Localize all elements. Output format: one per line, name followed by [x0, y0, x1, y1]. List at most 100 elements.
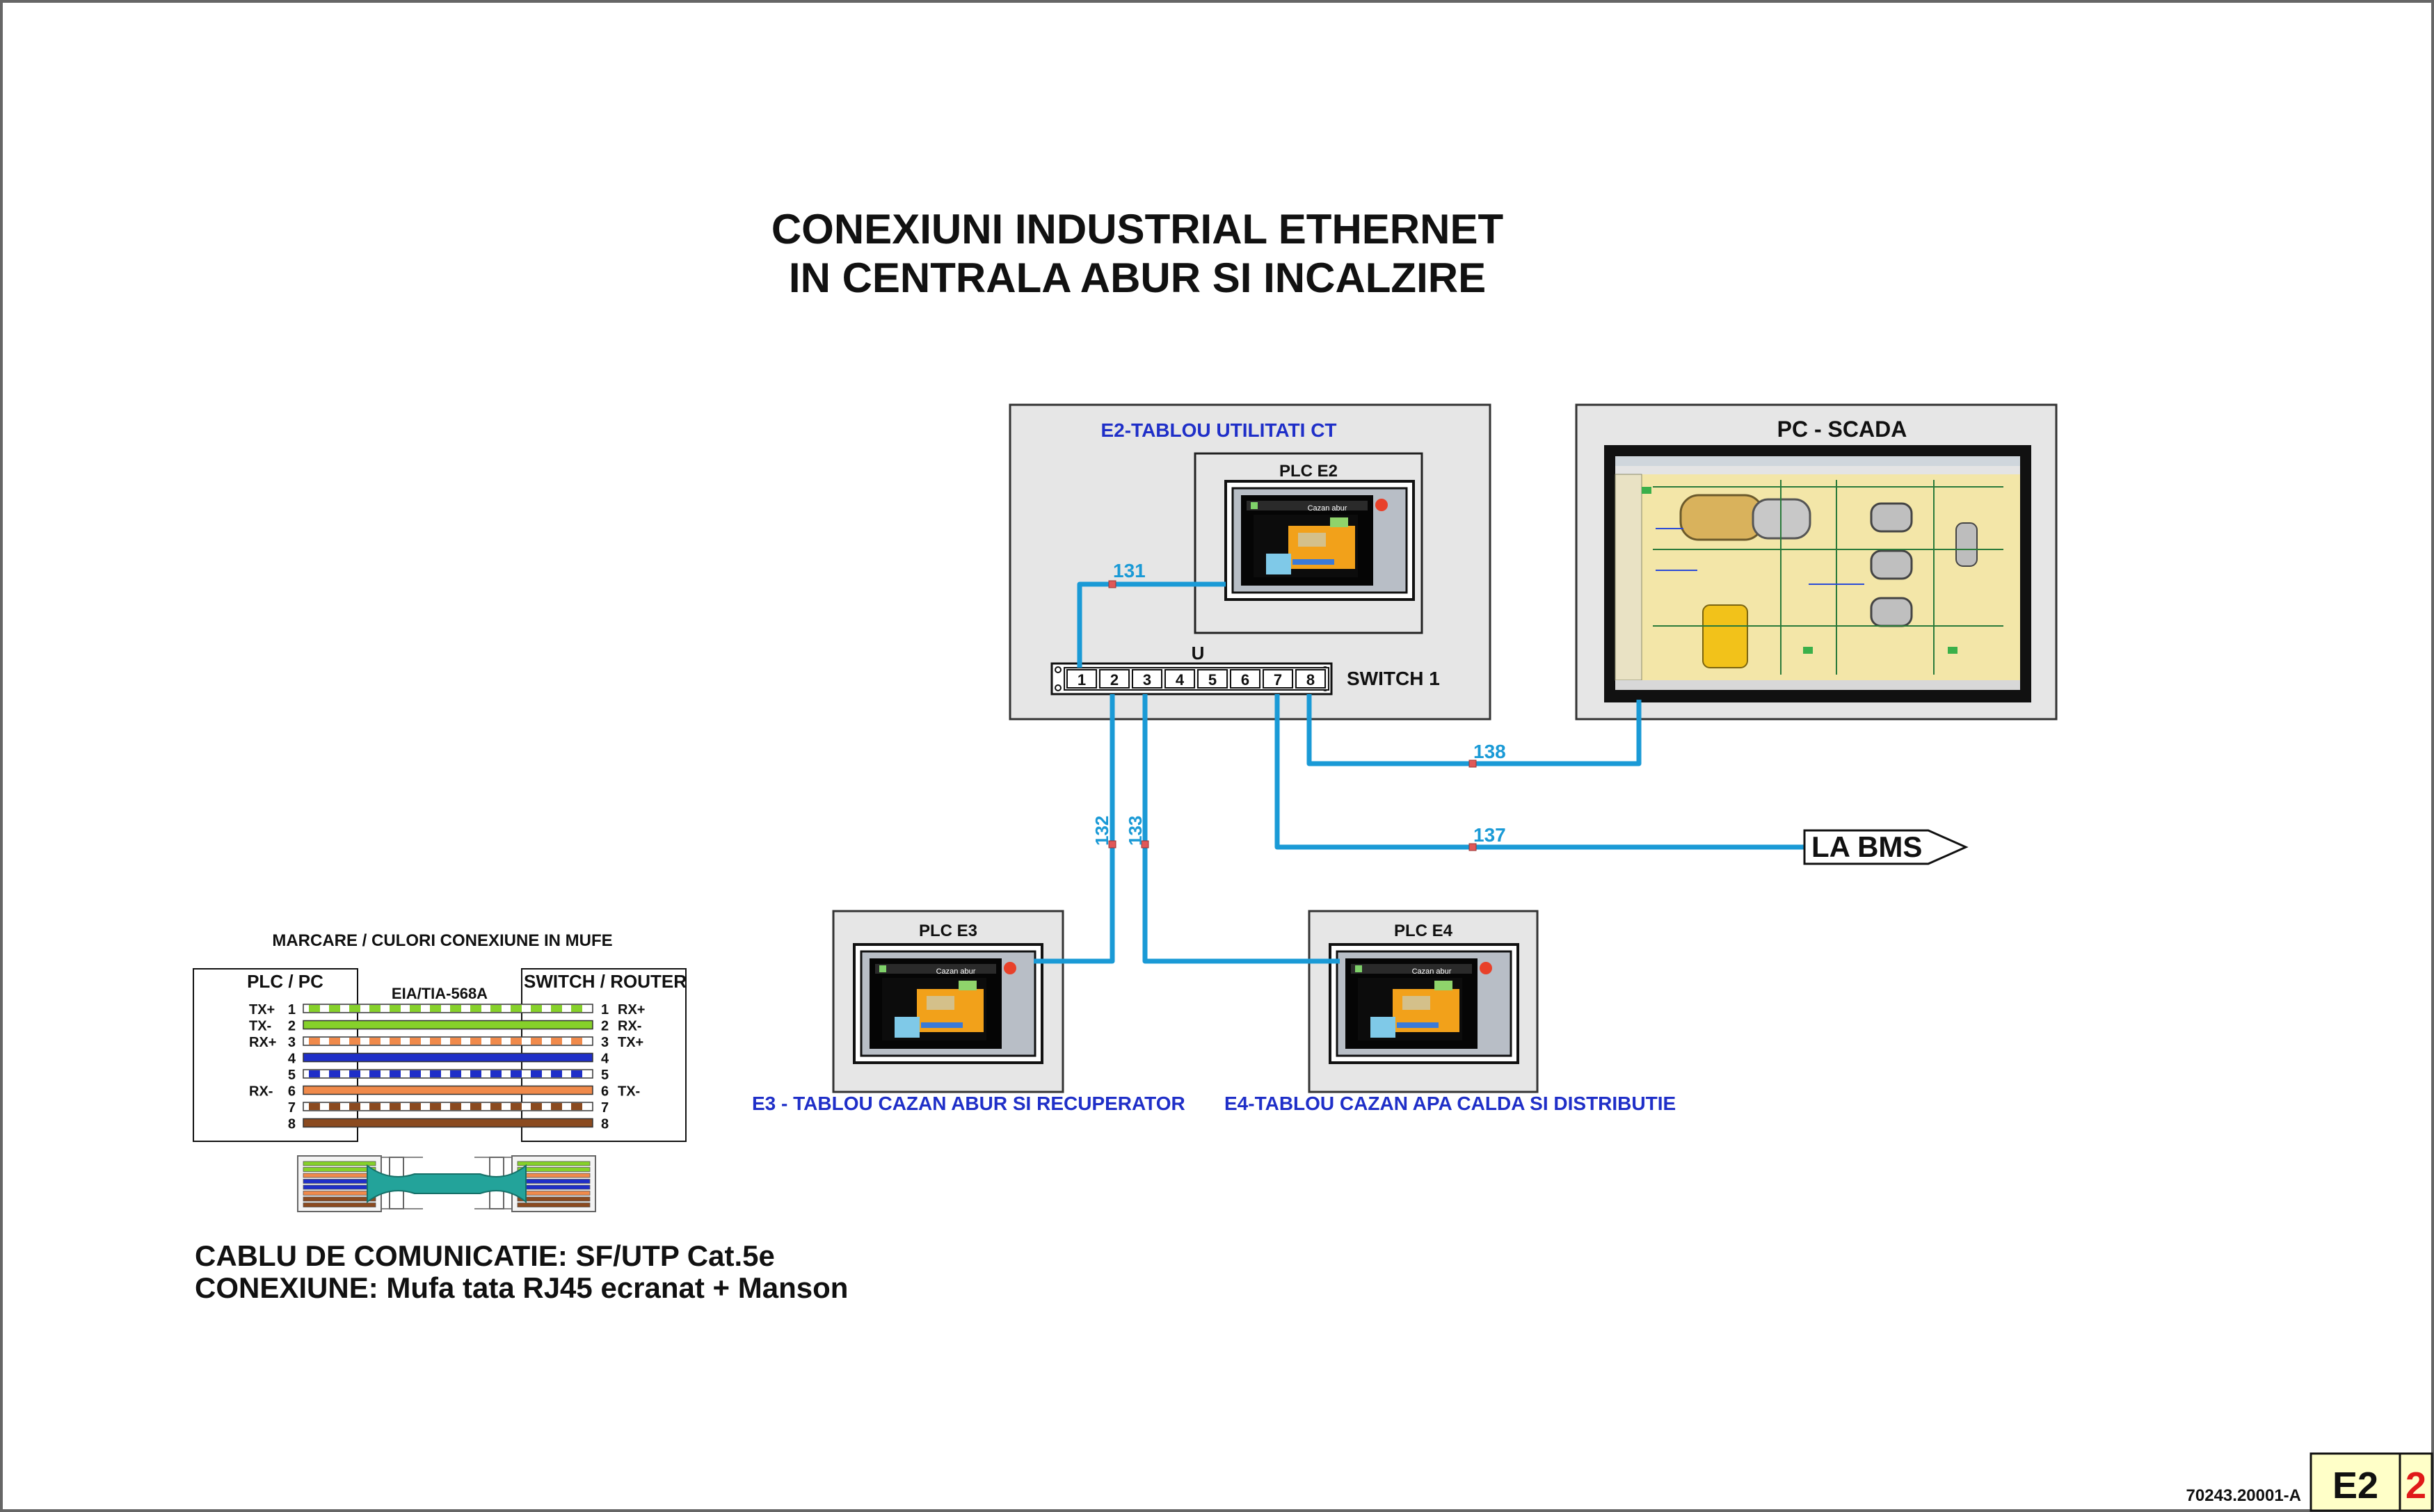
wire-pin-right: 1	[601, 1002, 609, 1018]
wire-pin-right: 7	[601, 1100, 609, 1116]
cable-sleeve	[367, 1164, 527, 1204]
wire-pin-right: 5	[601, 1068, 609, 1083]
wire-signal-left: RX-	[249, 1084, 273, 1100]
wire-row-6: 6 6 RX- TX-	[249, 1084, 640, 1100]
wire-signal-right: RX-	[618, 1019, 641, 1034]
wire-6	[303, 1085, 593, 1095]
wire-signal-left: RX+	[249, 1035, 276, 1050]
wire-2	[303, 1020, 593, 1030]
switch-port-3: 3	[1132, 669, 1162, 689]
doc-number: 70243.20001-A	[2186, 1486, 2301, 1505]
switch-port-6: 6	[1230, 669, 1260, 689]
wiring-table: MARCARE / CULORI CONEXIUNE IN MUFE PLC /…	[193, 931, 687, 1142]
plc-e3-label: PLC E3	[919, 922, 977, 940]
plc-e4-hmi	[1329, 943, 1519, 1064]
switch-port-1: 1	[1066, 669, 1097, 689]
marker-133	[1141, 840, 1149, 849]
wire-8	[303, 1118, 593, 1128]
plc-e3-hmi	[853, 943, 1043, 1064]
wiring-right-header: SWITCH / ROUTER	[524, 971, 687, 992]
wire-pin-right: 8	[601, 1117, 609, 1132]
plc-e2-hmi-title: Cazan abur	[1308, 504, 1347, 513]
wire-pin-left: 3	[288, 1035, 296, 1050]
switch-port-label: 2	[1110, 671, 1119, 689]
wire-pin-left: 6	[288, 1084, 296, 1100]
cable-138-label: 138	[1473, 741, 1506, 762]
marker-131	[1108, 580, 1116, 588]
bms-connector: LA BMS	[1803, 829, 1969, 865]
cable-133	[1142, 694, 1340, 964]
cable-133-label: 133	[1125, 816, 1146, 846]
switch-port-label: 1	[1078, 671, 1086, 689]
wiring-left-header: PLC / PC	[247, 971, 323, 992]
wire-3	[303, 1036, 593, 1046]
sheet-number-box: 2	[2399, 1452, 2433, 1512]
switch-port-label: 4	[1176, 671, 1185, 689]
title-line-1: CONEXIUNI INDUSTRIAL ETHERNET	[771, 206, 1503, 252]
plc-e4-hmi-title: Cazan abur	[1412, 967, 1452, 976]
cable-137-label: 137	[1473, 824, 1506, 846]
panel-e4: PLC E4 Cazan abur E4-TABLOU CAZAN APA CA…	[1224, 910, 1676, 1114]
wire-pin-right: 6	[601, 1084, 609, 1100]
plc-e3-hmi-title: Cazan abur	[936, 967, 976, 976]
cable-info-line-1: CABLU DE COMUNICATIE: SF/UTP Cat.5e	[195, 1239, 775, 1272]
switch-ports: 1 2 3 4 5 6 7 8	[1066, 669, 1326, 689]
marker-138	[1468, 759, 1477, 768]
wire-1	[303, 1004, 593, 1013]
sheet-number: 2	[2405, 1465, 2426, 1506]
wire-pin-right: 2	[601, 1019, 609, 1034]
wire-7	[303, 1102, 593, 1111]
wire-signal-right: TX+	[618, 1035, 643, 1050]
switch-port-4: 4	[1164, 669, 1195, 689]
wire-signal-right: RX+	[618, 1002, 645, 1018]
wire-pin-left: 7	[288, 1100, 296, 1116]
scada-screen	[1615, 456, 2020, 690]
cable-131-label: 131	[1113, 560, 1146, 581]
switch-port-8: 8	[1295, 669, 1326, 689]
cable-137	[1274, 694, 1809, 850]
switch-port-label: 8	[1306, 671, 1315, 689]
cable-132-label: 132	[1091, 816, 1112, 846]
wire-signal-left: TX-	[249, 1019, 271, 1034]
switch-port-label: 5	[1208, 671, 1217, 689]
sheet-id-box: E2	[2309, 1452, 2401, 1512]
switch-port-label: 6	[1241, 671, 1249, 689]
wire-row-3: 3 3 RX+ TX+	[249, 1035, 643, 1050]
bms-label: LA BMS	[1811, 830, 1922, 863]
wire-pin-right: 4	[601, 1052, 609, 1067]
switch-port-label: 7	[1274, 671, 1282, 689]
switch-top-mark: U	[1192, 643, 1205, 663]
sheet-id: E2	[2332, 1465, 2378, 1506]
panel-e3-caption: E3 - TABLOU CAZAN ABUR SI RECUPERATOR	[752, 1093, 1185, 1114]
marker-132	[1108, 840, 1116, 849]
pc-scada-label: PC - SCADA	[1777, 417, 1907, 442]
plc-e2-hmi	[1224, 480, 1415, 601]
wire-pin-right: 3	[601, 1035, 609, 1050]
wire-signal-left: TX+	[249, 1002, 275, 1018]
plc-e2-label: PLC E2	[1279, 462, 1338, 481]
switch-port-label: 3	[1143, 671, 1151, 689]
plc-e4-label: PLC E4	[1394, 922, 1453, 940]
cable-markers	[1108, 580, 1477, 851]
wiring-middle-header: EIA/TIA-568A	[392, 985, 488, 1002]
panel-e3: PLC E3 Cazan abur E3 - TABLOU CAZAN ABUR…	[752, 910, 1185, 1114]
panel-e4-caption: E4-TABLOU CAZAN APA CALDA SI DISTRIBUTIE	[1224, 1093, 1676, 1114]
wire-pin-left: 5	[288, 1068, 296, 1083]
rj45-cable-illustration	[297, 1155, 596, 1212]
wiring-title: MARCARE / CULORI CONEXIUNE IN MUFE	[272, 931, 612, 950]
wire-signal-right: TX-	[618, 1084, 640, 1100]
panel-pc-scada: PC - SCADA	[1575, 403, 2058, 721]
wire-4	[303, 1052, 593, 1063]
wire-5	[303, 1069, 593, 1079]
panel-e2-label: E2-TABLOU UTILITATI CT	[1100, 419, 1336, 441]
